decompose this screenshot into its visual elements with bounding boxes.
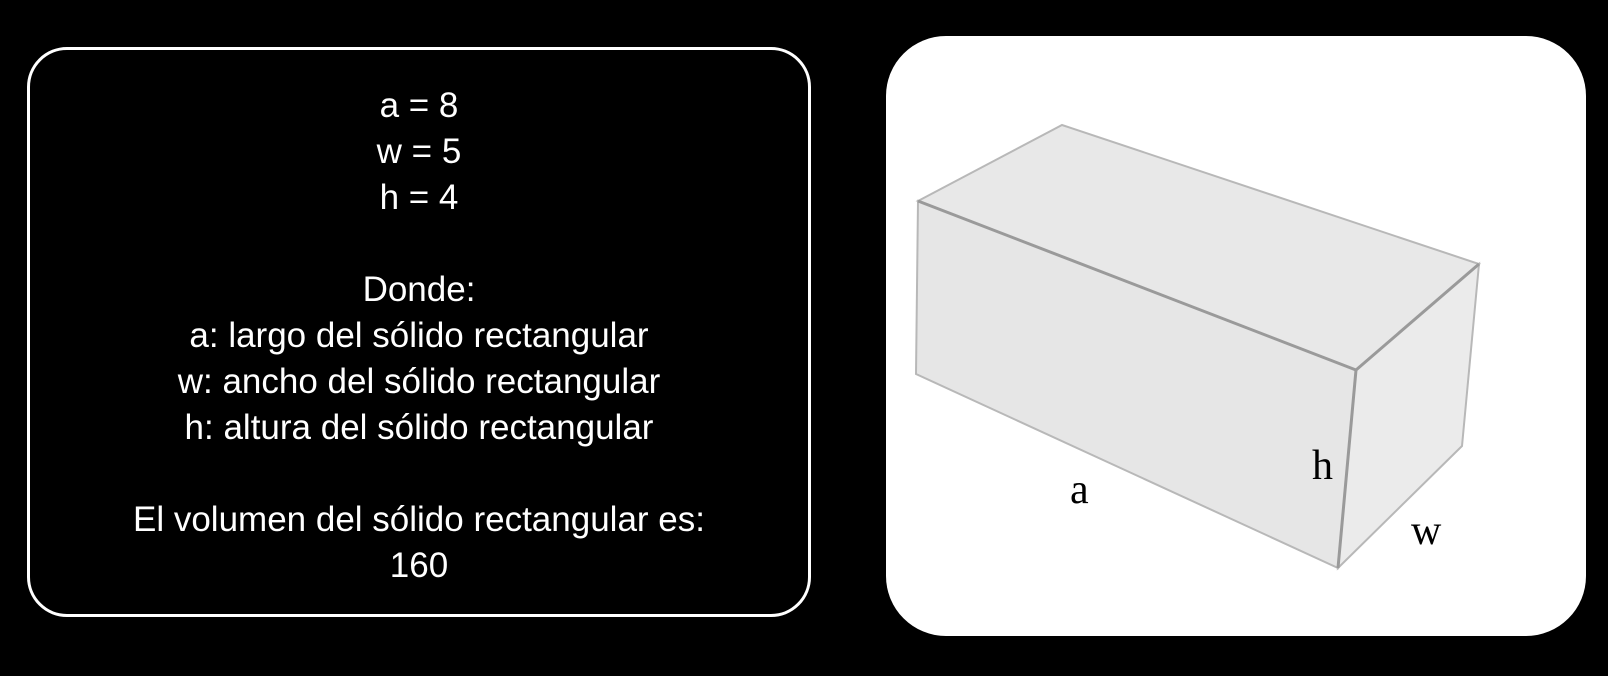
diagram-panel: a h w (886, 36, 1586, 636)
box-edge-top-side (1355, 262, 1480, 372)
box-edge-top-front (917, 199, 1357, 372)
label-a: a (1070, 467, 1089, 513)
spacer (30, 221, 808, 267)
legend-item-w: w: ancho del sólido rectangular (177, 362, 661, 401)
legend-heading: Donde: (362, 270, 476, 309)
legend-block: Donde: a: largo del sólido rectangular w… (30, 267, 808, 451)
legend-item-h: h: altura del sólido rectangular (184, 408, 654, 447)
box-edge-vertical (1336, 369, 1358, 569)
result-label: El volumen del sólido rectangular es: (133, 500, 705, 539)
variables-block: a = 8 w = 5 h = 4 (30, 50, 808, 221)
result-value: 160 (389, 546, 449, 585)
spacer (30, 451, 808, 497)
variable-a: a = 8 (379, 86, 459, 125)
label-w: w (1411, 508, 1442, 554)
variable-h: h = 4 (379, 178, 459, 217)
label-h: h (1312, 443, 1333, 489)
rectangular-solid-diagram: a h w (914, 123, 1481, 571)
legend-item-a: a: largo del sólido rectangular (189, 316, 649, 355)
result-block: El volumen del sólido rectangular es: 16… (30, 497, 808, 589)
variable-w: w = 5 (376, 132, 462, 171)
info-panel: a = 8 w = 5 h = 4 Donde: a: largo del só… (27, 47, 811, 617)
